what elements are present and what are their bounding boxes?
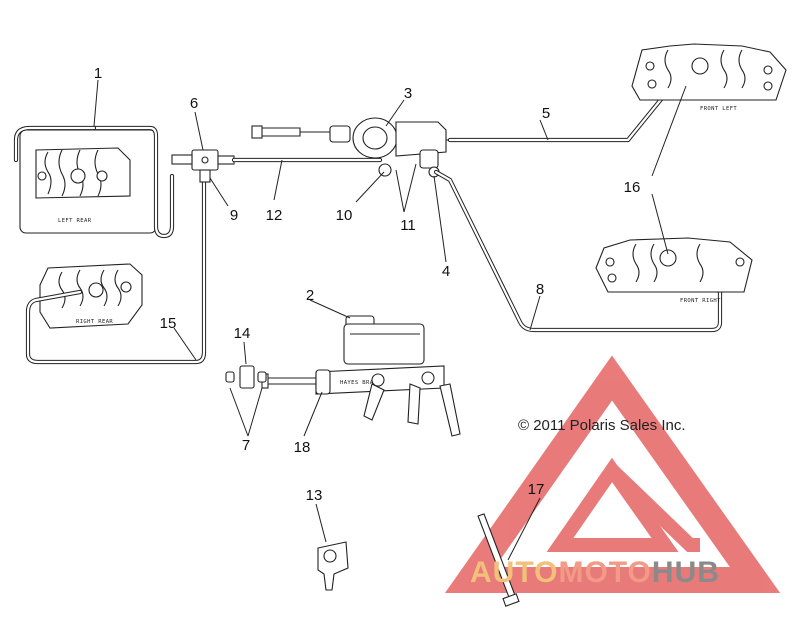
front-right-label: FRONT RIGHT [680, 298, 721, 304]
watermark-triangle-inner [546, 457, 679, 552]
callouts: 1 2 3 4 5 6 7 8 9 10 11 12 13 14 15 16 1… [94, 65, 641, 504]
callout-17: 17 [528, 481, 545, 498]
rear-master-cylinder: HAYES BRAKE [261, 315, 461, 437]
brake-junction-block [171, 149, 235, 183]
watermark-logo [444, 355, 781, 593]
right-rear-label: RIGHT REAR [76, 319, 113, 325]
callout-3: 3 [404, 85, 412, 102]
callout-1: 1 [94, 65, 102, 82]
callout-9: 9 [230, 207, 238, 224]
front-right-caliper: FRONT RIGHT [595, 237, 753, 304]
watermark-auto: AUTO [470, 556, 558, 589]
callout-8: 8 [536, 281, 544, 298]
master-cylinder-label: HAYES BRAKE [340, 380, 381, 386]
callout-6: 6 [190, 95, 198, 112]
leader-lines [93, 79, 687, 561]
watermark-hub: HUB [652, 556, 720, 589]
watermark-hook [607, 464, 700, 552]
left-rear-caliper: LEFT REAR [19, 129, 157, 234]
watermark-triangle [444, 355, 781, 593]
right-rear-caliper: RIGHT REAR [39, 263, 143, 329]
clevis-pin-set [225, 365, 267, 389]
callout-2: 2 [306, 287, 314, 304]
callout-12: 12 [266, 207, 283, 224]
callout-11: 11 [400, 217, 416, 234]
callout-7: 7 [242, 437, 250, 454]
callout-13: 13 [306, 487, 323, 504]
front-master-assembly [251, 117, 460, 178]
callout-4: 4 [442, 263, 450, 280]
callout-10: 10 [336, 207, 353, 224]
front-left-caliper: FRONT LEFT [631, 43, 787, 112]
front-left-label: FRONT LEFT [700, 106, 737, 112]
callout-16: 16 [624, 179, 641, 196]
left-rear-label: LEFT REAR [58, 218, 92, 224]
callout-5: 5 [542, 105, 550, 122]
watermark-text: AUTOMOTOHUB [470, 556, 720, 589]
callout-18: 18 [294, 439, 311, 456]
callout-15: 15 [160, 315, 177, 332]
watermark-moto: MOTO [558, 556, 651, 589]
copyright-notice: © 2011 Polaris Sales Inc. [518, 417, 686, 434]
brake-switch [317, 541, 349, 591]
callout-14: 14 [234, 325, 251, 342]
bolt [477, 513, 520, 607]
